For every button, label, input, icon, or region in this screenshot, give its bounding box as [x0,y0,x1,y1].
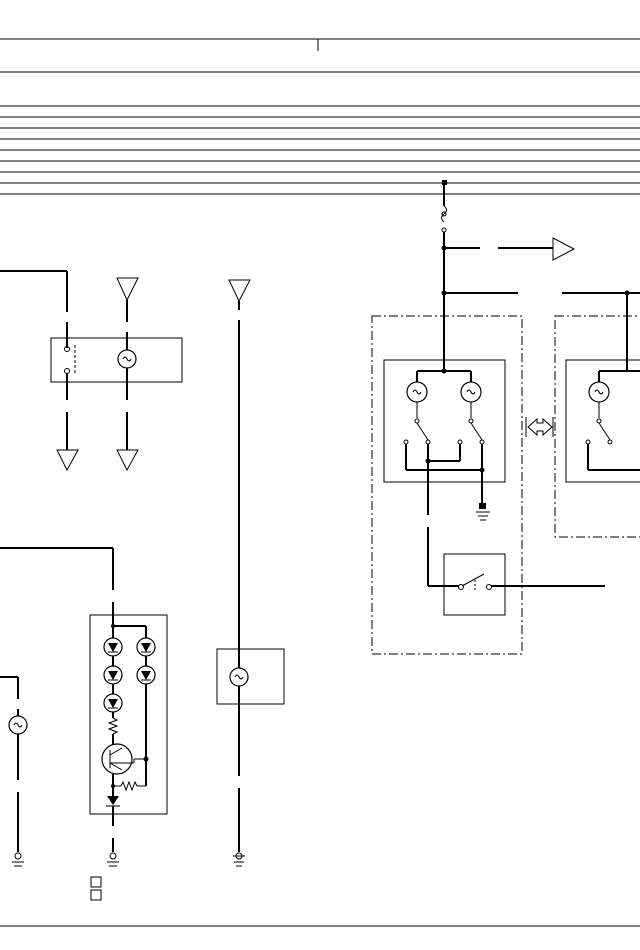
left-switch-module [0,270,183,472]
power-arrow-icon [228,279,251,303]
lamp-assembly-left [371,293,605,655]
legend-squares [90,876,102,901]
diode-icon [107,796,119,805]
indicator-bulb-left-module [116,277,139,472]
fuse-feed [441,180,640,296]
ground-arrow-icon [56,449,79,472]
lamp-assembly-right [554,293,640,538]
led-array-module [0,547,168,867]
ground-arrow-icon [116,449,139,472]
header-frame [0,38,640,73]
connector-arrow-icon [552,237,576,261]
double-arrow-icon [525,417,554,437]
transistor-icon [101,743,133,775]
lower-left-bulb-circuit [0,676,28,867]
power-arrow-icon [116,277,139,302]
center-bulb-circuit [216,279,285,867]
power-bus-lines [0,105,640,195]
